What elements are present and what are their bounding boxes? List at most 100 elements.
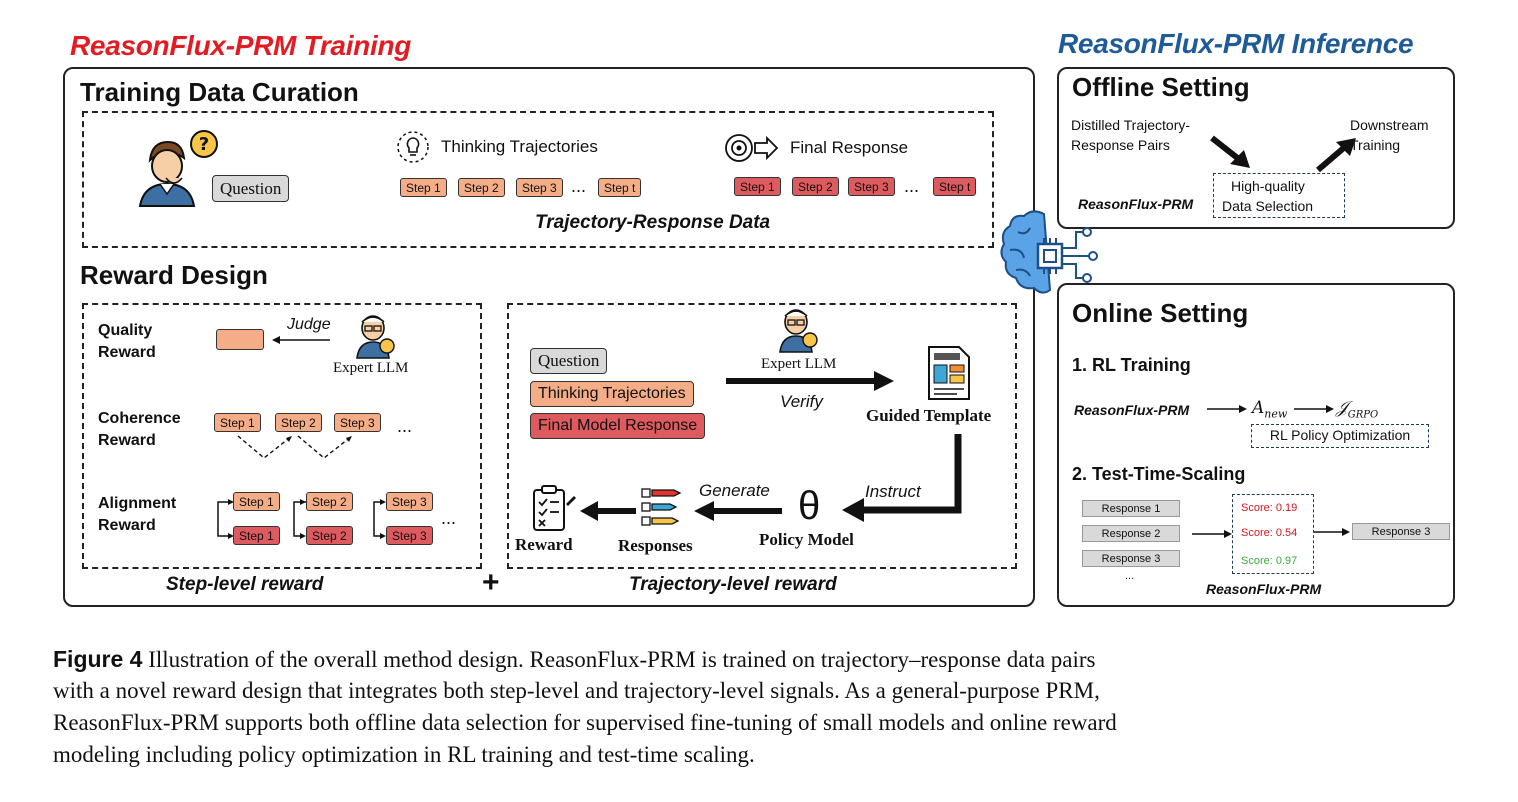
caption-line-3: ReasonFlux-PRM supports both offline dat… <box>53 710 1117 735</box>
final-label: Final Response <box>790 138 909 157</box>
instruct-label: Instruct <box>865 482 921 501</box>
coh-ellipsis: ... <box>397 416 413 436</box>
responses-icon <box>641 488 682 526</box>
coherence-links <box>237 435 353 459</box>
selected-response: Response 3 <box>1352 523 1450 540</box>
coh-step-2: Step 2 <box>275 413 322 432</box>
reward-arrow <box>580 501 636 521</box>
template-icon <box>928 346 970 400</box>
coherence-reward-label: Coherence Reward <box>98 410 181 449</box>
alignment-links <box>217 499 386 539</box>
think-step-1: Step 1 <box>400 178 447 197</box>
verify-label: Verify <box>780 392 823 411</box>
expert-llm-icon <box>356 315 395 359</box>
quality-reward-label: Quality Reward <box>98 322 156 361</box>
j-subscript: GRPO <box>1347 409 1379 421</box>
tts-arrow-1 <box>1192 530 1232 538</box>
score-3: Score: 0.97 <box>1241 555 1298 567</box>
a-subscript: new <box>1264 407 1288 421</box>
online-panel <box>1057 283 1455 607</box>
response-1: Response 1 <box>1082 500 1180 517</box>
align-ellipsis: ... <box>441 508 457 528</box>
rl-arrow-1 <box>1207 405 1247 413</box>
offline-up-arrow <box>1316 138 1356 173</box>
inference-header: ReasonFlux-PRM Inference <box>1058 28 1414 59</box>
theta-symbol: θ <box>798 484 821 528</box>
hq-selection-box <box>1213 173 1345 218</box>
final-step-t: Step t <box>933 177 977 196</box>
policy-model-label: Policy Model <box>759 530 854 549</box>
align-bottom-step-3: Step 3 <box>386 526 433 545</box>
training-header: ReasonFlux-PRM Training <box>70 30 412 61</box>
final-step-2: Step 2 <box>792 177 839 196</box>
responses-label: Responses <box>618 536 693 555</box>
align-bottom-step-1: Step 1 <box>233 526 280 545</box>
tts-title: 2. Test-Time-Scaling <box>1072 464 1246 484</box>
online-title: Online Setting <box>1072 298 1249 328</box>
coh-step-1: Step 1 <box>214 413 261 432</box>
curation-question-pill: Question <box>212 175 290 202</box>
trajectory-level-box <box>507 303 1017 569</box>
rl-training-title: 1. RL Training <box>1072 355 1191 375</box>
response-2: Response 2 <box>1082 525 1180 542</box>
distilled-label-2: Response Pairs <box>1071 137 1170 153</box>
align-top-step-1: Step 1 <box>233 492 280 511</box>
think-step-t: Step t <box>598 178 642 197</box>
distilled-label-1: Distilled Trajectory- <box>1071 117 1191 133</box>
hq-label-2: Data Selection <box>1222 198 1314 214</box>
instruct-arrow <box>842 434 962 522</box>
figure-label: Figure 4 <box>53 646 143 672</box>
reward-label: Reward <box>515 535 573 554</box>
guided-template-label: Guided Template <box>866 406 992 425</box>
j-grpo-symbol: 𝒥GRPO <box>1336 398 1378 420</box>
final-step-1: Step 1 <box>734 177 781 196</box>
caption-line-1: Figure 4 Illustration of the overall met… <box>53 644 1096 675</box>
final-step-3: Step 3 <box>848 177 895 196</box>
caption-line-4: modeling including policy optimization i… <box>53 742 755 767</box>
align-top-step-3: Step 3 <box>386 492 433 511</box>
coh-step-3: Step 3 <box>334 413 381 432</box>
plus-sign: + <box>482 566 500 599</box>
judge-label: Judge <box>287 316 331 333</box>
clipboard-icon <box>533 485 576 531</box>
j-symbol: 𝒥 <box>1336 398 1348 418</box>
expert-llm-icon-2 <box>779 309 818 353</box>
offline-prm-label: ReasonFlux-PRM <box>1078 196 1194 212</box>
final-ellipsis: ... <box>904 176 920 196</box>
offline-panel <box>1057 67 1455 229</box>
downstream-label-1: Downstream <box>1350 117 1429 133</box>
generate-arrow <box>694 501 782 521</box>
tts-prm-caption: ReasonFlux-PRM <box>1206 581 1322 597</box>
caption-text-1: Illustration of the overall method desig… <box>148 647 1096 672</box>
training-panel <box>63 67 1035 607</box>
hq-label-1: High-quality <box>1231 178 1305 194</box>
downstream-label-2: Training <box>1350 137 1401 153</box>
expert-llm-label-1: Expert LLM <box>333 360 409 376</box>
svg-text:?: ? <box>199 134 209 155</box>
brain-chip-icon <box>1000 210 1098 294</box>
alignment-reward-label: Alignment Reward <box>98 495 177 534</box>
curation-box <box>82 111 994 248</box>
offline-down-arrow <box>1210 135 1250 168</box>
align-bottom-step-2: Step 2 <box>306 526 353 545</box>
trajectory-response-caption: Trajectory-Response Data <box>535 212 771 233</box>
reward-design-title: Reward Design <box>80 260 268 290</box>
response-more: ... <box>1125 570 1135 582</box>
generate-label: Generate <box>699 481 770 500</box>
scores-box <box>1232 494 1314 574</box>
response-3: Response 3 <box>1082 550 1180 567</box>
traj-thinking-pill: Thinking Trajectories <box>530 381 694 407</box>
think-ellipsis: ... <box>571 176 587 196</box>
trajectory-level-caption: Trajectory-level reward <box>629 574 837 595</box>
person-question-icon: ? <box>138 130 218 207</box>
traj-final-pill: Final Model Response <box>530 413 706 439</box>
align-top-step-2: Step 2 <box>306 492 353 511</box>
lightbulb-icon <box>397 131 429 163</box>
offline-title: Offline Setting <box>1072 72 1250 102</box>
curation-title: Training Data Curation <box>80 77 359 107</box>
quality-step-box <box>216 329 264 350</box>
traj-question-pill: Question <box>530 348 608 374</box>
score-1: Score: 0.19 <box>1241 502 1298 514</box>
score-2: Score: 0.54 <box>1241 527 1298 539</box>
expert-llm-label-2: Expert LLM <box>761 356 837 372</box>
